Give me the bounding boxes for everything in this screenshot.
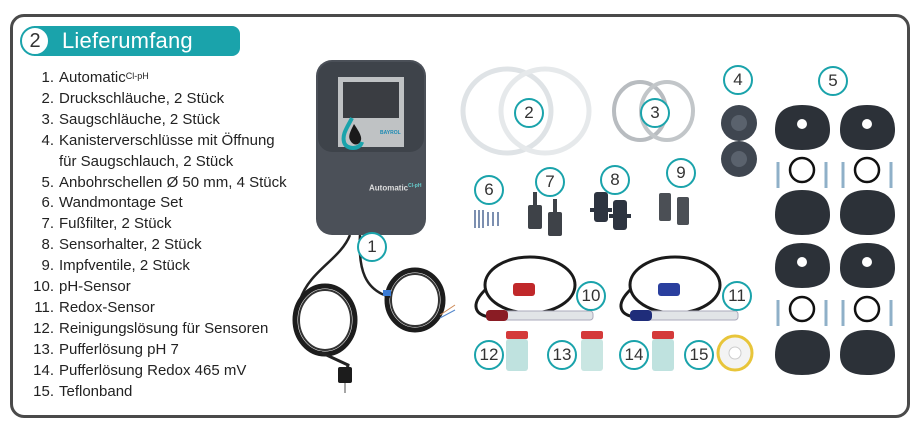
list-item: 2. Druckschläuche, 2 Stück: [30, 89, 287, 110]
section-number: 2: [20, 26, 50, 56]
callout-6: 6: [474, 175, 504, 205]
list-item: 6. Wandmontage Set: [30, 193, 287, 214]
callout-13: 13: [547, 340, 577, 370]
injection-valves-image: [659, 193, 689, 225]
device-label: AutomaticCl-pH: [369, 183, 421, 193]
list-item: 8. Sensorhalter, 2 Stück: [30, 235, 287, 256]
item-text: pH-Sensor: [59, 278, 131, 296]
buffer-redox-bottle-image: [652, 331, 674, 371]
item-text: Teflonband: [59, 382, 133, 400]
item-number: 2.: [41, 89, 54, 107]
callout-8: 8: [600, 165, 630, 195]
device-label-text: Automatic: [369, 183, 409, 193]
redox-sensor-image: [619, 255, 739, 321]
item-number: 10.: [33, 278, 54, 296]
callout-1: 1: [357, 232, 387, 262]
item-text: Saugschläuche, 2 Stück: [59, 110, 220, 128]
callout-10: 10: [576, 281, 606, 311]
item-number: 15.: [33, 382, 54, 400]
item-text: Impfventile, 2 Stück: [59, 257, 190, 275]
item-text: Redox-Sensor: [59, 298, 155, 316]
header-pill: [34, 26, 240, 56]
section-title: Lieferumfang: [62, 28, 193, 53]
item-text: Kanisterverschlüsse mit Öffnung: [59, 131, 275, 149]
buffer-ph7-bottle-image: [581, 331, 603, 371]
callout-4: 4: [723, 65, 753, 95]
controller-device-image: [292, 60, 456, 393]
callout-5: 5: [818, 66, 848, 96]
canister-caps-image: [721, 105, 757, 177]
wall-mount-set-image: [474, 210, 499, 228]
item-text: Automatic: [59, 69, 126, 86]
item-number: 12.: [33, 319, 54, 337]
item-superscript: Cl-pH: [125, 71, 149, 81]
callout-9: 9: [666, 158, 696, 188]
item-text: Anbohrschellen Ø 50 mm, 4 Stück: [59, 173, 287, 191]
item-text: Pufferlösung Redox 465 mV: [59, 361, 247, 379]
item-text: Druckschläuche, 2 Stück: [59, 89, 225, 107]
teflon-tape-image: [716, 334, 754, 372]
item-number: 4.: [41, 131, 54, 149]
item-text: Fußfilter, 2 Stück: [59, 215, 172, 233]
list-item: 10. pH-Sensor: [30, 277, 287, 298]
list-item: 4. Kanisterverschlüsse mit Öffnung: [30, 131, 287, 152]
item-number: 1.: [41, 69, 54, 86]
device-label-sup: Cl-pH: [408, 183, 422, 189]
pipe-clamps-image: [775, 105, 895, 375]
item-text: für Saugschlauch, 2 Stück: [59, 152, 234, 170]
content-frame: [10, 14, 910, 418]
item-number: 14.: [33, 361, 54, 379]
device-brand: BAYROL: [380, 130, 401, 136]
item-number: 7.: [41, 215, 54, 233]
list-item: 11. Redox-Sensor: [30, 298, 287, 319]
callout-2: 2: [514, 98, 544, 128]
item-number: 8.: [41, 236, 54, 254]
item-number: 13.: [33, 340, 54, 358]
item-number: 11.: [34, 298, 54, 316]
pressure-hoses-image: [460, 66, 592, 156]
callout-11: 11: [722, 281, 752, 311]
cleaning-solution-bottle-image: [506, 331, 528, 371]
item-text: Wandmontage Set: [59, 194, 183, 212]
callout-14: 14: [619, 340, 649, 370]
item-number: 5.: [41, 173, 54, 191]
section-header: 2 Lieferumfang: [20, 26, 240, 56]
ph-sensor-image: [474, 255, 594, 321]
callout-15: 15: [684, 340, 714, 370]
list-item-continuation: für Saugschlauch, 2 Stück: [30, 152, 287, 173]
callout-7: 7: [535, 167, 565, 197]
list-item: 15. Teflonband: [30, 382, 287, 403]
item-number: 9.: [41, 257, 54, 275]
callout-3: 3: [640, 98, 670, 128]
list-item: 5. Anbohrschellen Ø 50 mm, 4 Stück: [30, 173, 287, 194]
list-item: 13. Pufferlösung pH 7: [30, 340, 287, 361]
foot-filters-image: [528, 192, 562, 236]
callout-12: 12: [474, 340, 504, 370]
item-text: Sensorhalter, 2 Stück: [59, 236, 202, 254]
list-item: 14. Pufferlösung Redox 465 mV: [30, 361, 287, 382]
list-item: 9. Impfventile, 2 Stück: [30, 256, 287, 277]
list-item: 7. Fußfilter, 2 Stück: [30, 214, 287, 235]
item-number: 3.: [41, 110, 54, 128]
list-item: 3. Saugschläuche, 2 Stück: [30, 110, 287, 131]
item-text: Pufferlösung pH 7: [59, 340, 179, 358]
item-number: 6.: [41, 194, 54, 212]
list-item: 12. Reinigungslösung für Sensoren: [30, 319, 287, 340]
item-text: Reinigungslösung für Sensoren: [59, 319, 269, 337]
sensor-holders-image: [590, 192, 631, 230]
